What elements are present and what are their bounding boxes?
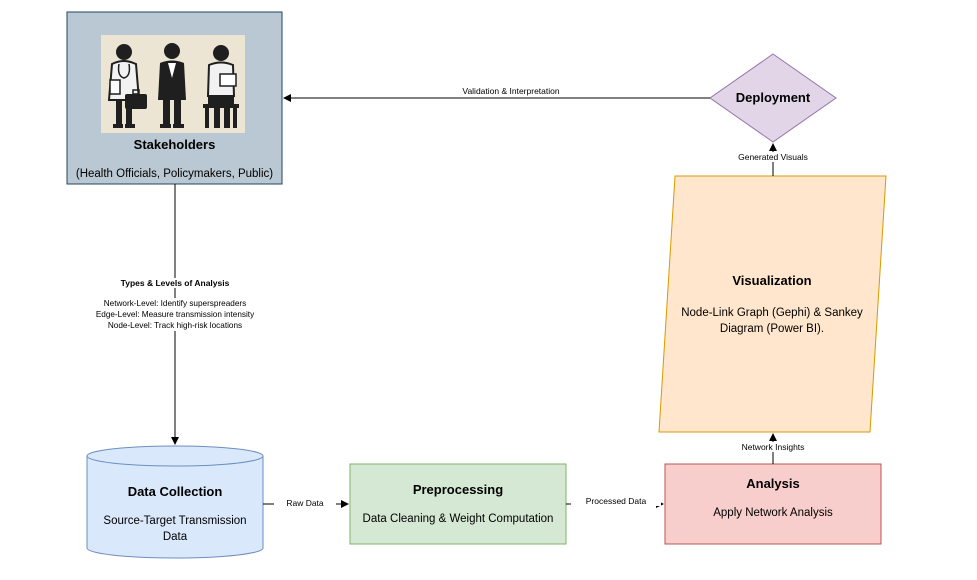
visualization-body-line1: Node-Link Graph (Gephi) & Sankey	[681, 307, 863, 319]
analysis-node[interactable]	[664, 463, 882, 545]
deployment-node[interactable]	[709, 53, 837, 143]
analysis-types-heading: Types & Levels of Analysis	[72, 278, 278, 288]
stakeholders-title: Stakeholders	[133, 137, 216, 152]
analysis-type-network: Network-Level: Identify superspreaders	[62, 298, 288, 309]
deployment-title: Deployment	[735, 90, 811, 105]
analysis-type-edge: Edge-Level: Measure transmission intensi…	[62, 309, 288, 320]
analysis-title: Analysis	[746, 476, 800, 491]
analysis-type-node: Node-Level: Track high-risk locations	[62, 320, 288, 331]
stakeholders-subtitle: (Health Officials, Policymakers, Public)	[75, 168, 274, 180]
edge-label-network-insights: Network Insights	[712, 442, 834, 452]
visualization-body-line2: Diagram (Power BI).	[719, 323, 825, 335]
visualization-node[interactable]	[658, 175, 887, 433]
edge-label-generated-visuals: Generated Visuals	[712, 152, 834, 162]
edge-label-raw-data: Raw Data	[274, 498, 336, 508]
visualization-title: Visualization	[732, 273, 812, 288]
data-collection-node[interactable]	[86, 445, 264, 559]
data-collection-body-line2: Data	[162, 531, 188, 543]
data-collection-body-line1: Source-Target Transmission	[103, 515, 247, 527]
edge-label-processed-data: Processed Data	[571, 496, 661, 506]
preprocessing-body: Data Cleaning & Weight Computation	[362, 513, 554, 525]
preprocessing-node[interactable]	[349, 463, 567, 545]
stakeholders-illustration-icon	[101, 35, 245, 133]
analysis-body: Apply Network Analysis	[713, 507, 833, 519]
preprocessing-title: Preprocessing	[412, 482, 504, 497]
data-collection-title: Data Collection	[127, 484, 223, 499]
edge-label-validation: Validation & Interpretation	[430, 86, 592, 96]
